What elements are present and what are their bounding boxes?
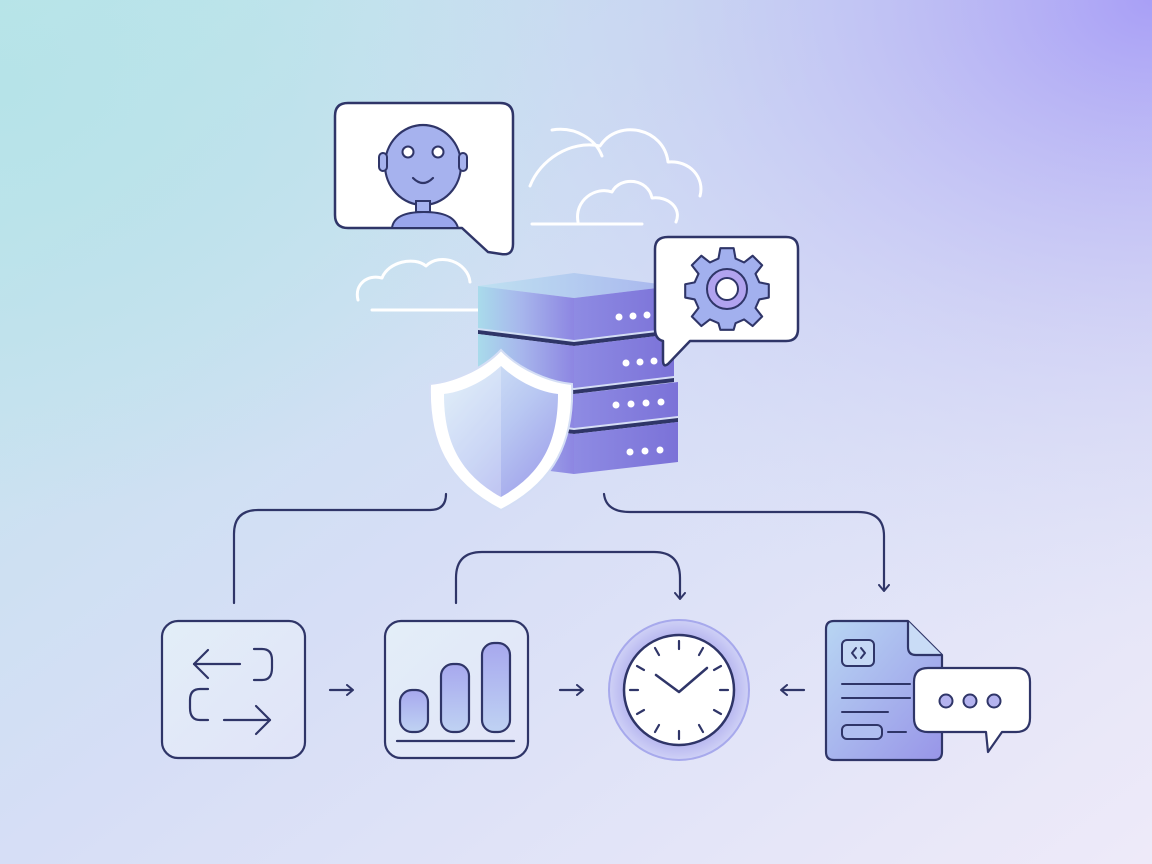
edge-analytics-to-schedule (454, 550, 686, 605)
shield-icon (428, 348, 574, 512)
code-document-icon (824, 619, 944, 762)
cloud-icon-left (355, 257, 480, 312)
connectors (232, 492, 890, 696)
message-bubble (912, 666, 1032, 754)
typing-dots-icon (938, 693, 1002, 709)
analytics-tile (383, 619, 530, 760)
robot-icon (378, 123, 468, 229)
bar-chart-icon (395, 641, 516, 743)
clock-icon (622, 633, 736, 747)
transfer-arrows-icon (188, 647, 274, 736)
cloud-icon-top (528, 127, 703, 226)
server-unit-1 (478, 286, 674, 340)
edge-security-to-transfer (232, 492, 448, 605)
transfer-tile (160, 619, 307, 760)
settings-bubble (653, 235, 800, 367)
edge-server-to-document (602, 492, 890, 592)
schedule-clock (608, 619, 750, 761)
ai-agent-bubble (333, 101, 515, 256)
gear-icon (684, 247, 770, 331)
